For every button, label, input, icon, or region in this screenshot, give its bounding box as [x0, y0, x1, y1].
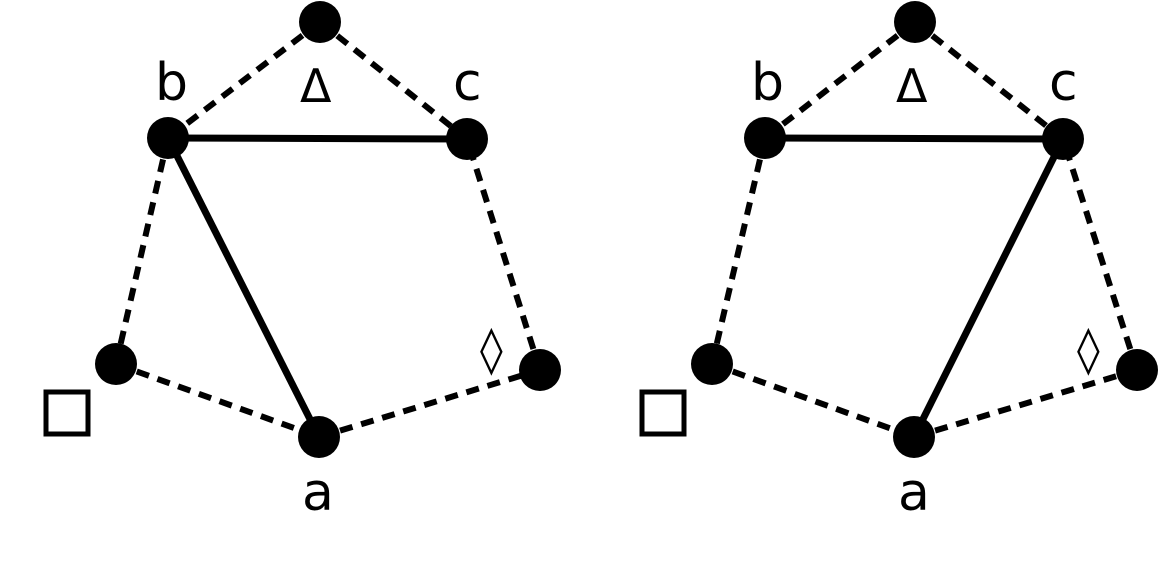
node-c [1042, 118, 1084, 160]
node-square [95, 343, 137, 385]
label-diamond: ◊ [1077, 322, 1100, 376]
edge-b-c [764, 134, 1064, 143]
node-a [298, 416, 340, 458]
node-b [147, 117, 189, 159]
node-square [691, 343, 733, 385]
edge-square-a [710, 361, 916, 440]
node-diamond [519, 349, 561, 391]
diagram-right: b c a Δ ◊ [639, 1, 1158, 523]
edge-top-c [318, 19, 469, 142]
label-b: b [751, 53, 784, 113]
label-a: a [302, 463, 334, 523]
node-top [894, 1, 936, 43]
node-a [893, 416, 935, 458]
label-diamond: ◊ [480, 322, 503, 376]
square-outline-icon [43, 389, 91, 437]
node-diamond [1116, 349, 1158, 391]
diagram-left: b c a Δ ◊ [43, 1, 561, 523]
node-b [744, 117, 786, 159]
edge-diamond-c [1060, 138, 1140, 371]
edge-b-square [709, 137, 768, 365]
edge-b-c [167, 134, 468, 143]
edge-top-b [763, 19, 917, 141]
edge-top-c [913, 19, 1065, 142]
edge-a-diamond [318, 367, 541, 440]
label-c: c [1049, 53, 1078, 113]
edge-diamond-c [464, 138, 543, 371]
label-c: c [453, 53, 482, 113]
edge-c-a [910, 137, 1067, 439]
node-c [446, 118, 488, 160]
edge-b-a [164, 136, 323, 439]
label-delta: Δ [896, 59, 928, 113]
square-outline-icon [639, 389, 687, 437]
label-delta: Δ [300, 59, 332, 113]
label-a: a [898, 463, 930, 523]
edge-a-diamond [913, 367, 1138, 440]
label-b: b [155, 53, 188, 113]
edge-b-square [113, 137, 171, 365]
edge-square-a [114, 361, 321, 440]
edge-top-b [166, 19, 322, 141]
node-top [299, 1, 341, 43]
